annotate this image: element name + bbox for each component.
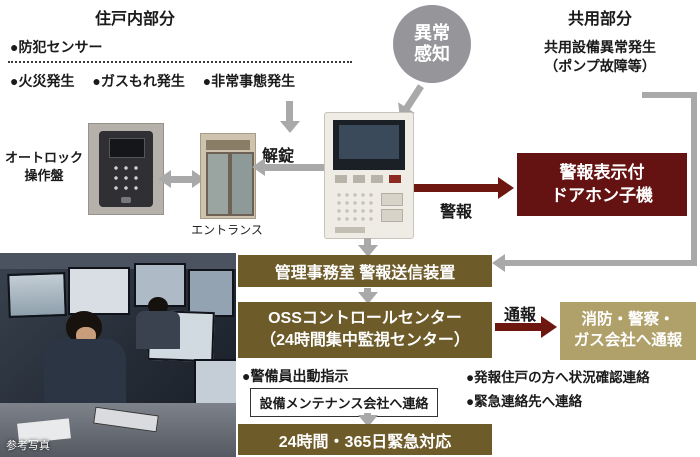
maintenance-contact-box: 設備メンテナンス会社へ連絡 xyxy=(250,388,438,417)
photo-person-back-head xyxy=(148,297,168,315)
arrow-head xyxy=(358,245,378,257)
emergency-event-item: ●非常事態発生 xyxy=(202,73,296,89)
doorphone-box: 警報表示付 ドアホン子機 xyxy=(517,153,687,216)
common-section-title: 共用部分 xyxy=(567,11,632,28)
office-box: 管理事務室 警報送信装置 xyxy=(238,255,492,287)
detection-line1: 異常 xyxy=(414,23,450,44)
resident-contact-bullet: ●発報住戸の方へ状況確認連絡 xyxy=(466,370,650,385)
intercom-button xyxy=(353,175,365,183)
photo-monitor xyxy=(194,359,236,405)
gas-leak-item: ●ガスもれ発生 xyxy=(92,73,185,89)
intercom-call-button xyxy=(381,209,403,222)
arrow-shaft xyxy=(364,288,371,294)
fire-item: ●火災発生 xyxy=(10,73,75,89)
alarm-label: 警報 xyxy=(440,204,473,221)
dotted-divider xyxy=(8,61,352,63)
reference-photo: 参考写真 xyxy=(0,253,236,457)
entrance-transom xyxy=(206,140,250,150)
intercom-buttons xyxy=(335,175,403,183)
arrow-head xyxy=(252,158,265,176)
route-arrow-head xyxy=(492,254,505,272)
autolock-keypad xyxy=(111,163,141,195)
detection-circle: 異常 感知 xyxy=(393,5,471,83)
arrow-head-left xyxy=(158,170,171,188)
intercom-speaker xyxy=(335,191,373,223)
autolock-screen xyxy=(109,138,145,158)
intercom-base-detail xyxy=(335,227,365,233)
intercom-talk-button xyxy=(381,193,403,206)
notify-label: 通報 xyxy=(504,307,537,324)
notify-destination-box: 消防・警察・ ガス会社へ通報 xyxy=(560,302,696,360)
always-response-box: 24時間・365日緊急対応 xyxy=(238,424,492,455)
common-equipment-line1: 共用設備異常発生 xyxy=(544,39,656,55)
intercom-screen-content xyxy=(339,125,399,159)
intercom-alert-button xyxy=(389,175,401,183)
entrance-door-left xyxy=(206,152,230,216)
arrow-head xyxy=(358,292,378,304)
arrow-head xyxy=(280,121,300,133)
entrance-label: エントランス xyxy=(191,223,263,237)
intercom-button xyxy=(335,175,347,183)
arrow-shaft xyxy=(495,323,543,331)
route-bottom-segment xyxy=(504,260,697,266)
arrow-shaft xyxy=(414,184,500,192)
autolock-panel-image xyxy=(88,123,164,215)
arrow-head xyxy=(498,177,514,199)
emergency-contact-bullet: ●緊急連絡先へ連絡 xyxy=(466,394,583,409)
entrance-door-right xyxy=(230,152,254,216)
photo-person-back-body xyxy=(136,311,180,349)
arrow-shaft xyxy=(286,101,293,123)
photo-monitor xyxy=(68,267,130,315)
autolock-speaker xyxy=(121,197,131,203)
guard-dispatch-bullet: ●警備員出動指示 xyxy=(242,368,349,384)
intercom-screen xyxy=(333,120,405,170)
photo-person-body xyxy=(44,339,126,411)
arrow-shaft xyxy=(264,164,326,171)
dwelling-events-row: ●火災発生 ●ガスもれ発生 ●非常事態発生 xyxy=(10,71,356,91)
intercom-image xyxy=(324,112,414,239)
photo-caption: 参考写真 xyxy=(6,440,50,452)
arrow-shaft xyxy=(170,176,194,183)
arrow-shaft xyxy=(364,238,371,247)
intercom-button xyxy=(371,175,383,183)
autolock-panel-body xyxy=(99,131,153,207)
entrance-image xyxy=(200,133,256,219)
route-vertical-segment xyxy=(691,92,697,266)
common-equipment-line2: （ポンプ故障等） xyxy=(544,58,656,74)
unlock-label: 解錠 xyxy=(262,148,295,165)
oss-box: OSSコントロールセンター （24時間集中監視センター） xyxy=(238,302,492,358)
dwelling-section-title: 住戸内部分 xyxy=(94,11,175,28)
autolock-label: オートロック 操作盤 xyxy=(4,150,83,183)
photo-monitor xyxy=(188,269,234,317)
route-top-segment xyxy=(642,92,697,98)
arrow-head xyxy=(541,316,557,338)
security-sensor-item: ●防犯センサー xyxy=(10,39,103,55)
detection-line2: 感知 xyxy=(414,44,450,64)
photo-monitor xyxy=(7,272,67,318)
